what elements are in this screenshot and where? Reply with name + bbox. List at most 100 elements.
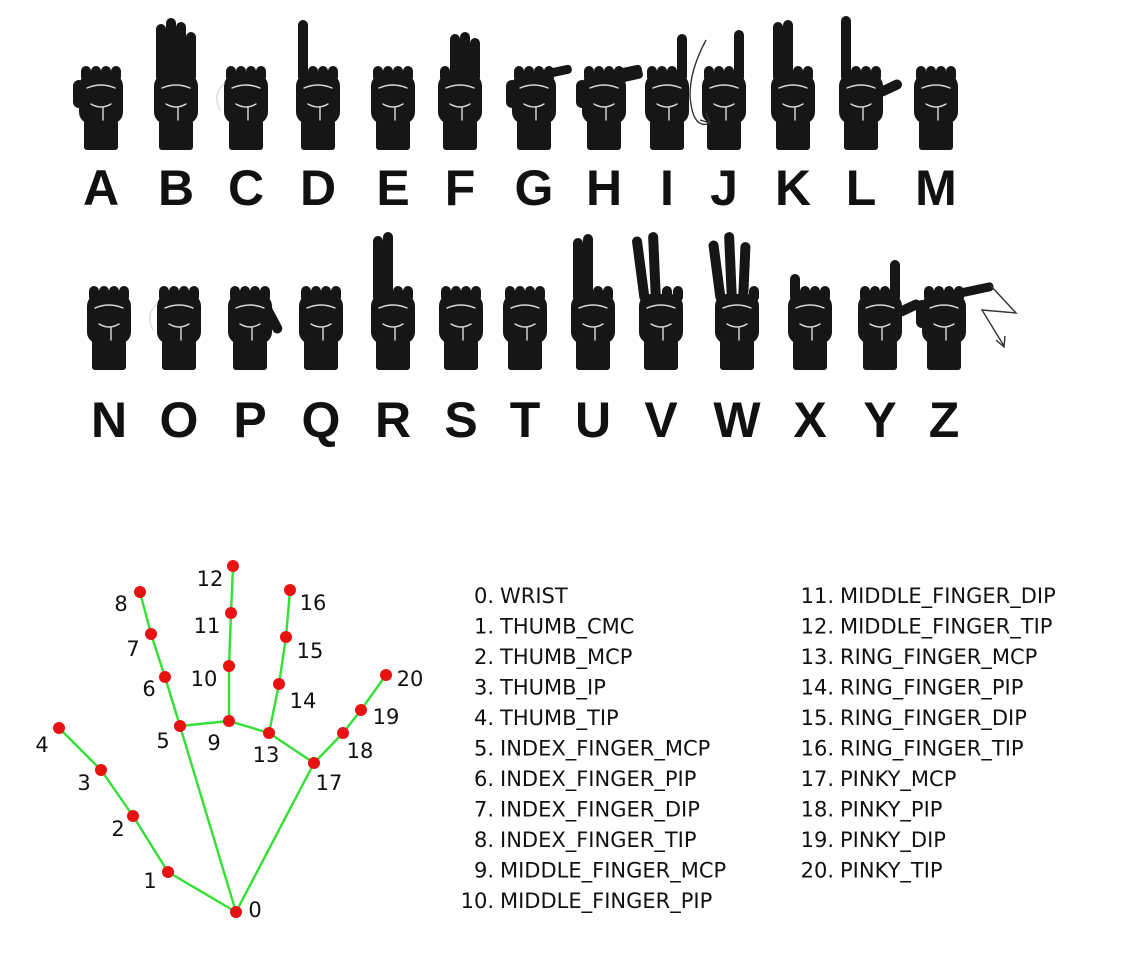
bone-13-17 xyxy=(268,732,315,764)
bone-13-14 xyxy=(267,683,281,734)
legend-item-1: 1.THUMB_CMC xyxy=(474,615,635,640)
legend-item-7: 7.INDEX_FINGER_DIP xyxy=(474,798,700,823)
legend-item-13: 13.RING_FINGER_MCP xyxy=(801,645,1038,670)
bone-17-18 xyxy=(313,732,344,764)
letter-u: U xyxy=(575,392,611,448)
legend-item-19: 19.PINKY_DIP xyxy=(801,828,946,853)
legend-item-5: 5.INDEX_FINGER_MCP xyxy=(474,737,710,762)
landmark-point-4 xyxy=(53,722,65,734)
letter-m: M xyxy=(915,160,957,216)
bone-14-15 xyxy=(277,636,288,685)
landmark-point-19 xyxy=(355,704,367,716)
hand-sign-b xyxy=(154,18,198,150)
hand-sign-p xyxy=(228,286,283,370)
bone-2-3 xyxy=(100,769,134,817)
legend-item-12: 12.MIDDLE_FINGER_TIP xyxy=(801,615,1053,640)
landmark-label-13: 13 xyxy=(253,743,280,767)
bone-0-1 xyxy=(167,870,237,914)
letter-e: E xyxy=(376,160,409,216)
hand-sign-h xyxy=(576,64,643,150)
landmark-label-8: 8 xyxy=(114,592,127,616)
legend-item-11: 11.MIDDLE_FINGER_DIP xyxy=(801,584,1056,609)
hand-sign-s xyxy=(439,286,483,370)
letter-n: N xyxy=(91,392,127,448)
hand-signs-row-1 xyxy=(73,16,958,150)
letter-h: H xyxy=(586,160,622,216)
bone-7-8 xyxy=(138,591,153,635)
letter-s: S xyxy=(444,392,477,448)
landmark-point-11 xyxy=(225,607,237,619)
landmark-label-2: 2 xyxy=(111,817,124,841)
hand-signs-row-2 xyxy=(87,232,994,370)
legend-item-20: 20.PINKY_TIP xyxy=(801,859,943,884)
hand-sign-v xyxy=(632,232,683,370)
letter-r: R xyxy=(375,392,411,448)
landmark-points xyxy=(53,560,392,918)
hand-sign-x xyxy=(788,274,832,370)
bone-1-2 xyxy=(131,815,170,873)
letter-l: L xyxy=(846,160,877,216)
legend-item-8: 8.INDEX_FINGER_TIP xyxy=(474,828,697,853)
landmark-point-10 xyxy=(223,660,235,672)
letter-q: Q xyxy=(302,392,341,448)
hand-sign-g xyxy=(506,64,572,150)
letter-d: D xyxy=(300,160,336,216)
hand-sign-d xyxy=(296,20,340,150)
hand-sign-y xyxy=(858,260,922,370)
landmark-point-14 xyxy=(273,678,285,690)
letter-i: I xyxy=(660,160,674,216)
hand-sign-c xyxy=(216,66,268,150)
letter-z: Z xyxy=(929,392,960,448)
motion-arrow-z xyxy=(980,284,1018,347)
letter-f: F xyxy=(445,160,476,216)
hand-sign-o xyxy=(149,286,201,370)
motion-arrows xyxy=(689,39,1018,349)
hand-sign-r xyxy=(371,232,415,370)
landmark-label-9: 9 xyxy=(207,731,220,755)
letter-p: P xyxy=(233,392,266,448)
motion-arrow-j-head xyxy=(699,112,712,125)
landmark-label-17: 17 xyxy=(316,771,343,795)
landmark-label-12: 12 xyxy=(197,567,224,591)
landmark-label-14: 14 xyxy=(290,689,317,713)
landmark-label-10: 10 xyxy=(191,667,218,691)
landmark-label-4: 4 xyxy=(35,733,48,757)
hand-skeleton xyxy=(58,565,387,914)
letter-o: O xyxy=(160,392,199,448)
landmark-label-7: 7 xyxy=(126,637,139,661)
hand-sign-f xyxy=(438,32,482,150)
landmark-point-3 xyxy=(95,764,107,776)
landmark-point-15 xyxy=(280,631,292,643)
legend-item-9: 9.MIDDLE_FINGER_MCP xyxy=(474,859,726,884)
hand-sign-i xyxy=(645,34,689,150)
hand-sign-u xyxy=(571,234,615,370)
landmark-label-16: 16 xyxy=(300,591,327,615)
letter-a: A xyxy=(83,160,119,216)
landmark-label-11: 11 xyxy=(194,614,221,638)
landmark-point-8 xyxy=(134,586,146,598)
letter-w: W xyxy=(713,392,761,448)
hand-sign-j xyxy=(702,30,746,150)
motion-arrow-z-head xyxy=(995,335,1006,349)
hand-sign-e xyxy=(371,66,415,150)
bone-3-4 xyxy=(58,727,102,771)
hand-sign-q xyxy=(299,286,343,370)
bone-19-20 xyxy=(360,674,387,711)
hand-sign-z xyxy=(916,282,994,370)
letter-c: C xyxy=(228,160,264,216)
letter-v: V xyxy=(644,392,678,448)
landmark-label-15: 15 xyxy=(297,639,324,663)
bone-9-13 xyxy=(228,719,270,735)
letter-x: X xyxy=(793,392,826,448)
bone-15-16 xyxy=(284,589,292,638)
landmark-label-3: 3 xyxy=(77,771,90,795)
bone-0-5 xyxy=(178,725,238,913)
legend-item-16: 16.RING_FINGER_TIP xyxy=(801,737,1024,762)
hand-sign-l xyxy=(839,16,903,150)
landmark-point-18 xyxy=(337,727,349,739)
landmark-point-20 xyxy=(380,669,392,681)
letter-g: G xyxy=(515,160,554,216)
letter-t: T xyxy=(510,392,541,448)
